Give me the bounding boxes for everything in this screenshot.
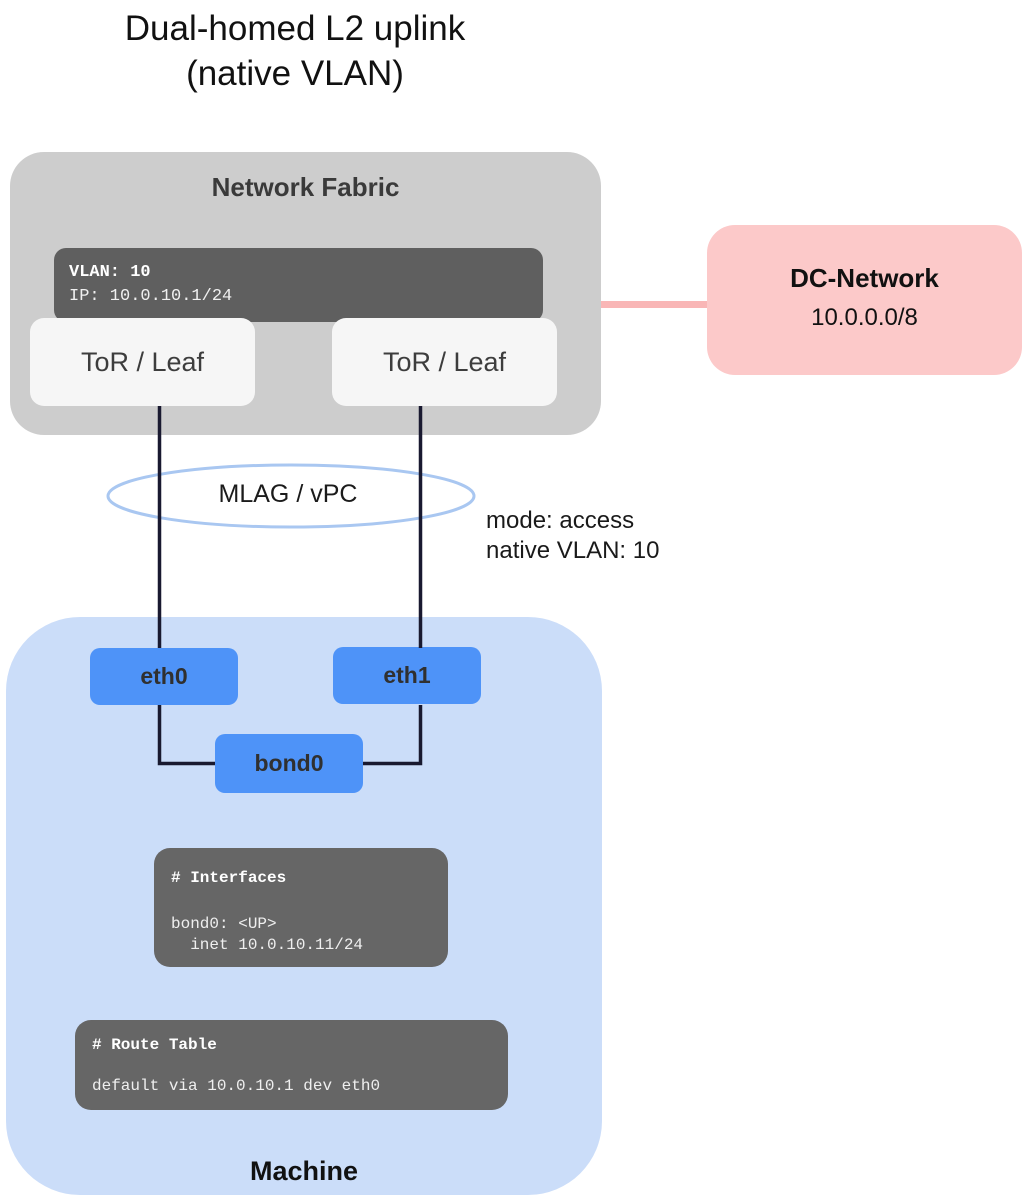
interfaces-header: # Interfaces: [171, 869, 287, 887]
uplink-native-vlan-line: native VLAN: 10: [486, 537, 660, 564]
uplink-mode-line: mode: access: [486, 507, 635, 534]
eth0-label: eth0: [140, 663, 188, 689]
page-title-line1: Dual-homed L2 uplink: [124, 9, 466, 48]
page-title: Dual-homed L2 uplink (native VLAN): [83, 6, 507, 96]
eth0-box: eth0: [90, 648, 238, 705]
bond0-label: bond0: [254, 750, 324, 776]
machine-label: Machine: [249, 1156, 359, 1186]
interfaces-bond0-state: bond0: <UP>: [171, 915, 277, 933]
tor-leaf-right-box: ToR / Leaf: [332, 318, 557, 406]
eth1-box: eth1: [333, 647, 481, 704]
vlan-info-panel: VLAN: 10 IP: 10.0.10.1/24: [54, 248, 543, 322]
interfaces-code-panel: # Interfaces bond0: <UP> inet 10.0.10.11…: [154, 848, 448, 967]
route-default-entry: default via 10.0.10.1 dev eth0: [92, 1077, 381, 1095]
eth1-label: eth1: [383, 662, 431, 688]
route-table-code-panel: # Route Table default via 10.0.10.1 dev …: [75, 1020, 508, 1110]
mlag-label: MLAG / vPC: [218, 480, 358, 508]
bond0-box: bond0: [215, 734, 363, 793]
network-fabric-label: Network Fabric: [211, 172, 400, 202]
vlan-id-text: VLAN: 10: [69, 263, 151, 282]
tor-leaf-left-label: ToR / Leaf: [80, 346, 205, 377]
fabric-to-dc-link-line: [601, 301, 707, 308]
tor-leaf-right-label: ToR / Leaf: [382, 346, 507, 377]
interfaces-bond0-inet: inet 10.0.10.11/24: [171, 936, 364, 954]
page-title-line2: (native VLAN): [186, 54, 404, 93]
network-fabric-box: Network Fabric VLAN: 10 IP: 10.0.10.1/24…: [10, 152, 601, 435]
route-table-header: # Route Table: [92, 1036, 217, 1054]
dc-network-box: DC-Network 10.0.0.0/8: [707, 225, 1022, 375]
dc-network-subnet: 10.0.0.0/8: [811, 304, 918, 331]
vlan-ip-text: IP: 10.0.10.1/24: [69, 287, 233, 306]
dc-network-title: DC-Network: [790, 263, 939, 293]
tor-leaf-left-box: ToR / Leaf: [30, 318, 255, 406]
uplink-mode-note: mode: access native VLAN: 10: [486, 506, 659, 566]
